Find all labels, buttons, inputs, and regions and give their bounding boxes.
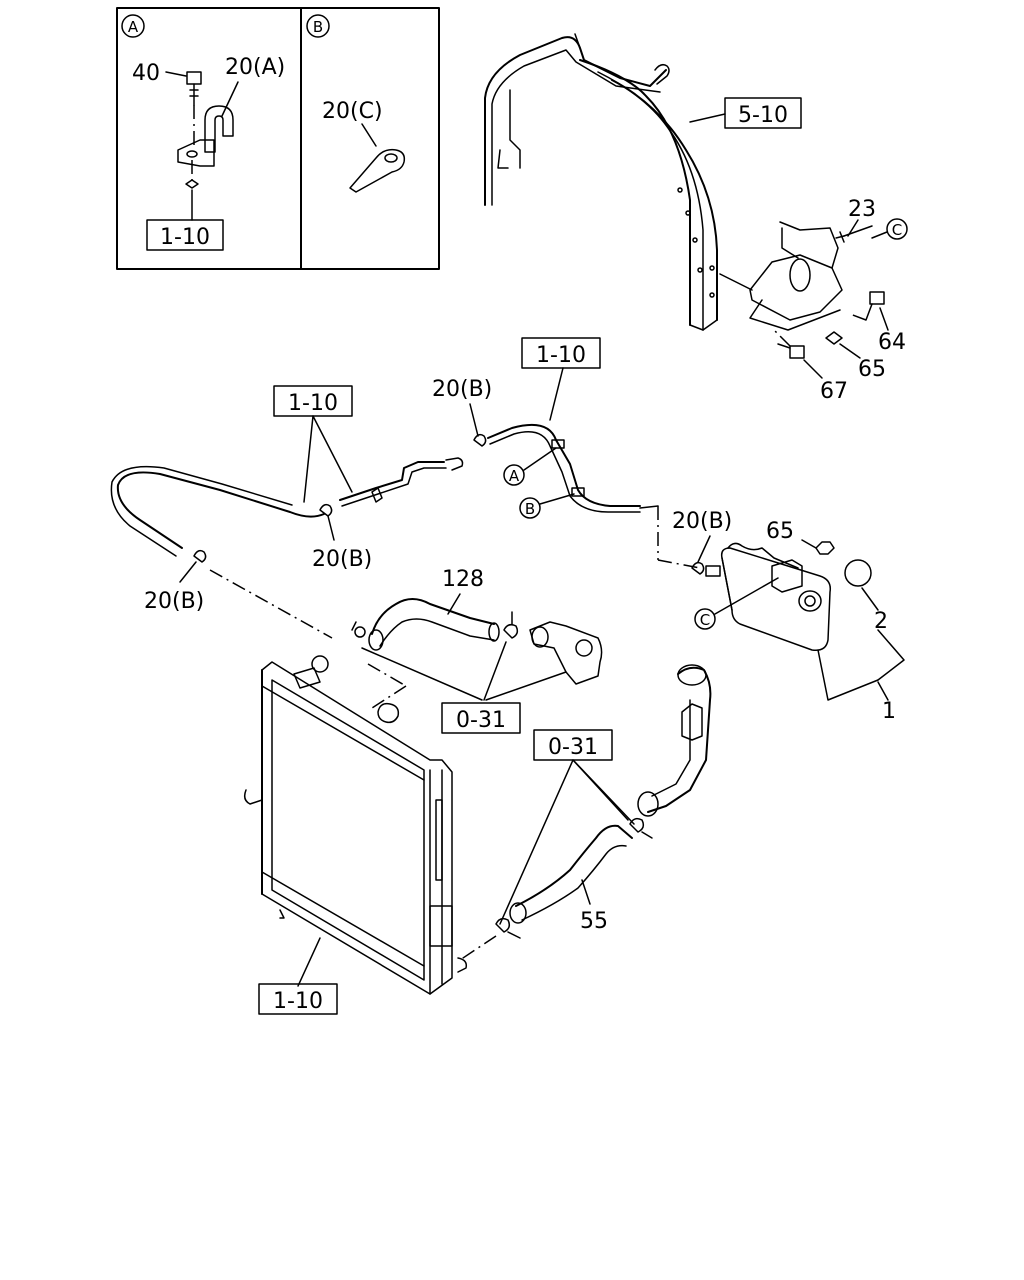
radiator	[243, 655, 468, 995]
nut-65-bracket-icon	[825, 331, 843, 345]
clip-20b-top-icon	[473, 433, 487, 447]
inset-a: A 40 20(A) 1-10	[121, 14, 285, 251]
radiator-hose-ref-label: 0-31	[456, 708, 506, 733]
inset-a-bolt-label: 40	[132, 61, 160, 86]
nut-icon	[185, 179, 199, 189]
hose-left-ref-label: 1-10	[288, 391, 338, 416]
marker-c-bracket: C	[892, 221, 902, 239]
inset-frame	[116, 7, 440, 270]
clip-20b-left-label: 20(B)	[144, 589, 204, 614]
bolt-23-icon	[835, 231, 845, 243]
marker-c-tank-circle	[694, 608, 716, 630]
cap-label: 2	[874, 609, 888, 634]
cap-icon	[844, 559, 872, 587]
marker-a-circle	[503, 464, 525, 486]
marker-b: B	[525, 500, 535, 518]
thermostat-housing	[529, 621, 603, 685]
inset-b-marker: B	[313, 18, 323, 36]
lower-hose	[509, 824, 633, 924]
cab-frame	[484, 33, 718, 331]
inset-a-marker-circle	[121, 14, 145, 38]
tank-bracket	[719, 221, 843, 331]
engine-water-pipe	[637, 664, 712, 817]
clip-20b-mid-label: 20(B)	[312, 547, 372, 572]
clip-20b-mid-icon	[319, 503, 333, 517]
marker-c-bracket-circle	[886, 218, 908, 240]
vent-hose-left	[110, 457, 464, 557]
inset-a-ref-box	[146, 219, 224, 251]
clamp-lower-icon	[495, 917, 511, 933]
hose-upper-ref-box	[521, 337, 601, 369]
upper-hose-label: 128	[442, 567, 484, 592]
radiator-ref-label: 1-10	[273, 989, 323, 1014]
inset-a-clip-label: 20(A)	[225, 55, 285, 80]
radiator-ref-box	[258, 983, 338, 1015]
clip-20b-top-label: 20(B)	[432, 377, 492, 402]
nut-65-bracket-label: 65	[858, 357, 886, 382]
reserve-tank	[720, 542, 832, 652]
clip-20b-right-label: 20(B)	[672, 509, 732, 534]
marker-b-circle	[519, 497, 541, 519]
bolt-67-icon	[777, 343, 805, 359]
inset-b-marker-circle	[306, 14, 330, 38]
inset-b-clip-label: 20(C)	[322, 99, 383, 124]
radiator-hose-ref-box	[441, 702, 521, 734]
upper-hose	[368, 598, 500, 651]
clamp-upper-icon	[629, 817, 645, 833]
clip-20b-right-icon	[691, 561, 705, 575]
bolt-64-icon	[865, 291, 885, 321]
vent-hose-right	[487, 424, 641, 513]
marker-c-tank: C	[700, 611, 710, 629]
nut-65-tank-icon	[815, 541, 835, 555]
inset-b: B 20(C)	[306, 14, 406, 193]
bracket-bolt-label: 23	[848, 197, 876, 222]
bolt-67-label: 67	[820, 379, 848, 404]
cab-frame-ref-label: 5-10	[738, 103, 788, 128]
lower-hose-label: 55	[580, 909, 608, 934]
clip-20b-left-icon	[193, 549, 207, 563]
marker-a: A	[509, 467, 520, 485]
bolt-64-label: 64	[878, 330, 906, 355]
bolt-40-icon	[186, 71, 202, 145]
cab-frame-ref-box	[724, 97, 802, 129]
lower-hose-ref-label: 0-31	[548, 735, 598, 760]
inset-a-ref-label: 1-10	[160, 225, 210, 250]
clip-20c-icon	[349, 148, 406, 193]
hose-upper-ref-label: 1-10	[536, 343, 586, 368]
clip-20a-icon	[177, 105, 234, 167]
tank-label: 1	[882, 699, 896, 724]
nut-65-tank-label: 65	[766, 519, 794, 544]
inset-a-marker: A	[128, 18, 139, 36]
